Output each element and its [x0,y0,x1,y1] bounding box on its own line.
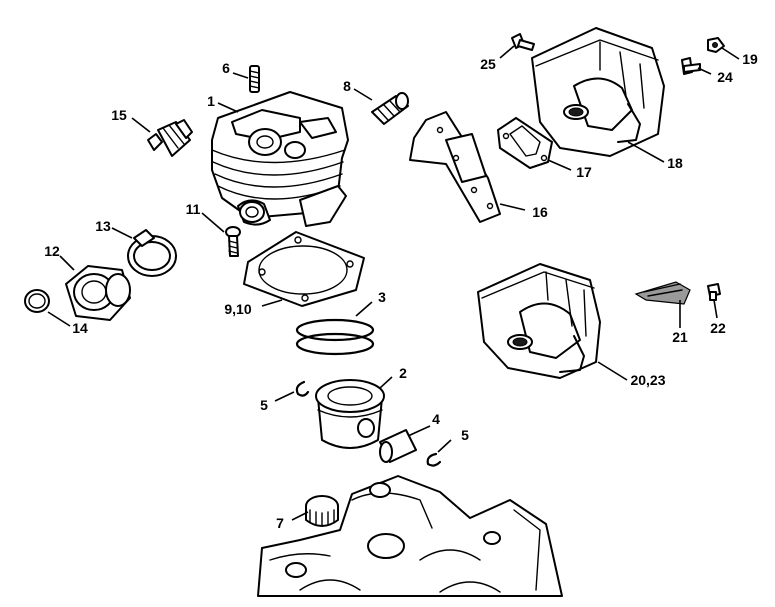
callout-2: 2 [399,365,407,381]
callout-22: 22 [710,320,726,336]
callout-7: 7 [276,515,284,531]
part-cylinder[interactable] [211,91,349,227]
callout-11: 11 [186,201,201,217]
part-ring-14[interactable] [24,289,50,313]
part-screw-24[interactable] [681,57,701,75]
part-muffler-18[interactable] [531,27,665,157]
callout-5b: 5 [461,427,469,443]
callout-9-10: 9,10 [224,301,251,317]
part-screw-11[interactable] [225,226,241,257]
part-nut-19[interactable] [707,37,725,53]
callout-4: 4 [432,411,440,427]
callout-18: 18 [667,155,683,171]
part-spark-plug[interactable] [147,119,193,157]
part-hose-clamp[interactable] [127,229,177,277]
callout-8: 8 [343,78,351,94]
part-crankcase [257,475,563,597]
part-intake-manifold[interactable] [65,265,131,321]
part-decompression-valve[interactable] [371,92,409,125]
callout-15: 15 [111,107,127,123]
callout-17: 17 [576,164,592,180]
part-muffler-20-23[interactable] [477,263,601,379]
callout-6: 6 [222,60,230,76]
part-piston[interactable] [315,379,385,449]
callout-21: 21 [672,329,688,345]
part-deflector[interactable] [634,281,691,305]
part-needle-cage[interactable] [305,495,339,527]
part-exhaust-gasket[interactable] [497,117,553,169]
callout-16: 16 [532,204,548,220]
part-stud[interactable] [249,65,260,93]
part-circlip-5b[interactable] [426,452,442,467]
part-circlip-5a[interactable] [295,380,310,397]
callout-13: 13 [95,218,111,234]
callout-20-23: 20,23 [630,372,665,388]
part-piston-rings[interactable] [295,318,375,356]
part-piston-pin[interactable] [379,429,417,463]
leader-lines [47,45,740,521]
part-screw-22[interactable] [707,283,721,301]
callout-19: 19 [742,51,758,67]
callout-24: 24 [717,69,733,85]
callout-1: 1 [207,93,215,109]
callout-25: 25 [480,56,496,72]
callout-14: 14 [72,320,88,336]
callout-12: 12 [44,243,60,259]
part-base-gasket[interactable] [243,231,365,307]
part-muffler-plate[interactable] [409,111,501,223]
callout-3: 3 [378,289,386,305]
callout-5a: 5 [260,397,268,413]
part-screw-25[interactable] [511,33,535,51]
